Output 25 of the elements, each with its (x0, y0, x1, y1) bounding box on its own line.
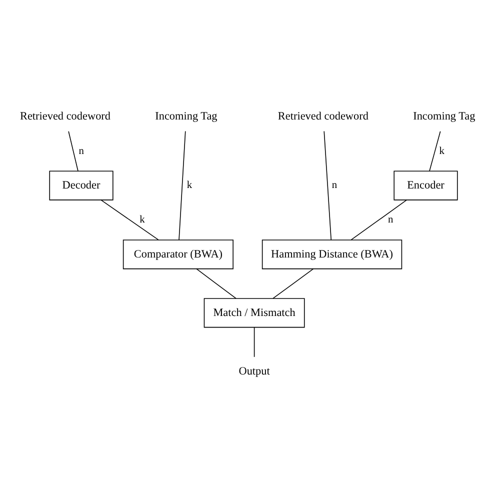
connector (429, 130, 441, 172)
connector (324, 130, 332, 240)
connector (350, 200, 407, 240)
node-text: Incoming Tag (155, 110, 218, 123)
edge-label: n (388, 214, 394, 226)
edge-label: n (78, 146, 84, 157)
connector (68, 130, 78, 172)
edge-label: n (332, 180, 338, 192)
edge-label: k (140, 214, 145, 226)
connector (254, 327, 255, 358)
node-box: Match / Mismatch (204, 298, 305, 328)
connector (272, 268, 314, 299)
node-text: Retrieved codeword (20, 110, 111, 123)
node-text: Output (238, 365, 270, 378)
edge-label: k (186, 180, 192, 192)
connector (178, 130, 186, 240)
connector (196, 268, 236, 299)
node-text: Incoming Tag (413, 110, 476, 123)
edge-label: k (439, 146, 444, 157)
node-box: Encoder (394, 170, 458, 200)
node-box: Hamming Distance (BWA) (262, 240, 402, 270)
node-text: Retrieved codeword (278, 110, 368, 123)
node-box: Comparator (BWA) (122, 240, 234, 270)
node-box: Decoder (49, 170, 114, 200)
connector (100, 200, 159, 240)
